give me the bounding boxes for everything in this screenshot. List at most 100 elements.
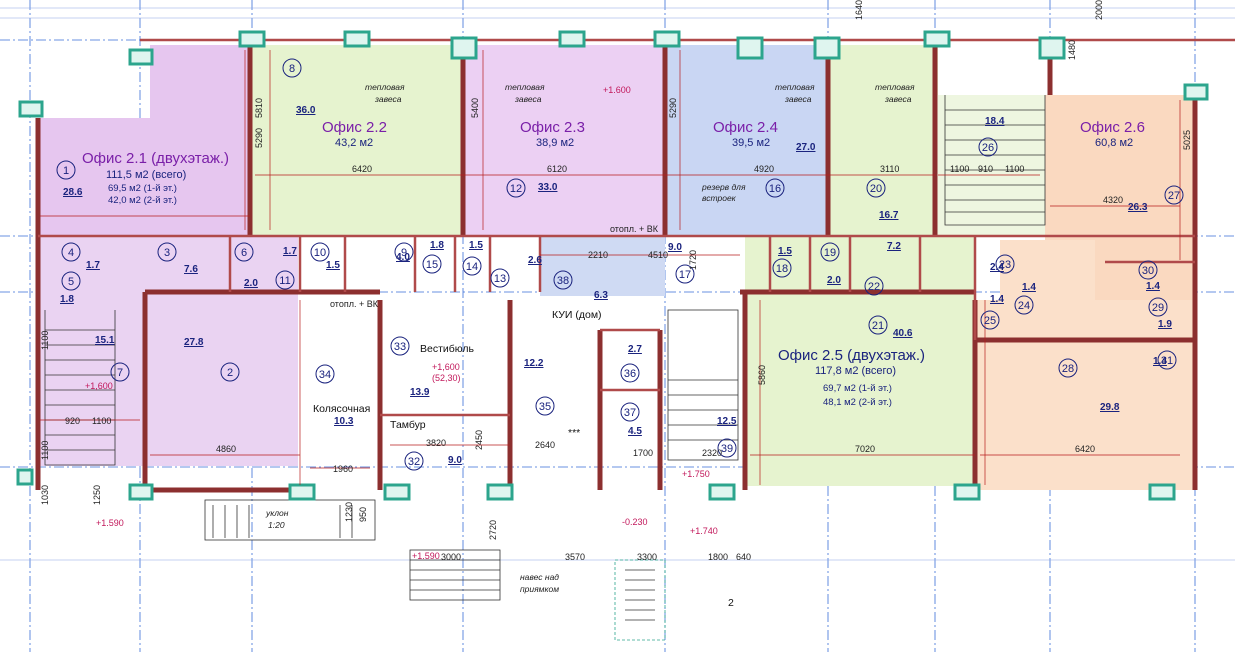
room-area-value: 1.8 — [60, 294, 74, 305]
heat-curtain-1b: завеса — [374, 94, 402, 104]
dimension-value: 1700 — [633, 448, 653, 458]
room-number: 20 — [870, 183, 882, 195]
room-number-circle — [980, 310, 1000, 330]
room-area-value: 26.3 — [1128, 202, 1148, 213]
room-number-circle — [1157, 350, 1177, 370]
dimension-value: 4860 — [216, 444, 236, 454]
room-area-value: 12.2 — [524, 358, 544, 369]
room-number: 4 — [68, 247, 74, 259]
room-area-value: 1.4 — [1153, 356, 1167, 367]
dimension-value: 3820 — [426, 438, 446, 448]
office-2-5-top-fill — [828, 45, 938, 235]
room-number: 16 — [769, 183, 781, 195]
room-area-value: 28.6 — [63, 187, 83, 198]
room-number: 10 — [314, 247, 326, 259]
room-number: 23 — [999, 259, 1011, 271]
stroller-room-label: Колясочная — [313, 403, 370, 415]
room-number-circle — [234, 242, 254, 262]
room-number-circle — [220, 362, 240, 382]
room-area-value: 1.7 — [283, 246, 297, 257]
stair-left — [44, 310, 116, 466]
tambour-label: Тамбур — [390, 419, 426, 431]
room-number-circle — [462, 256, 482, 276]
dimension-value: 6420 — [1075, 444, 1095, 454]
room-area-value: 4.5 — [628, 426, 642, 437]
room-number-circle — [765, 178, 785, 198]
dimension-value: 4320 — [1103, 195, 1123, 205]
ramp-label-1: уклон — [265, 508, 289, 518]
dimension-value: 1100 — [950, 164, 969, 174]
columns — [16, 30, 1209, 501]
room-number: 33 — [394, 341, 406, 353]
dimension-value: 640 — [736, 552, 751, 562]
heat-curtain-2a: тепловая — [505, 82, 545, 92]
office-2-6-lower-fill — [975, 300, 1195, 490]
room-area-value: 15.1 — [95, 335, 115, 346]
room-area-value: 1.5 — [469, 240, 483, 251]
room-number: 26 — [982, 142, 994, 154]
room-number-circle — [820, 242, 840, 262]
room-number-circle — [404, 451, 424, 471]
room-area-value: 1.9 — [1158, 319, 1172, 330]
office-2-1-floor1: 69,5 м2 (1-й эт.) — [108, 183, 177, 194]
room-number: 31 — [1161, 355, 1173, 367]
room-number-circle — [978, 137, 998, 157]
dimension-value: 5860 — [757, 365, 767, 385]
room-number-circle — [1058, 358, 1078, 378]
room-number: 37 — [624, 407, 636, 419]
heat-curtain-3b: завеса — [784, 94, 812, 104]
dimension-value: 5290 — [254, 128, 264, 148]
room-number: 15 — [426, 259, 438, 271]
room-number: 24 — [1018, 300, 1030, 312]
room-area-value: 36.0 — [296, 105, 316, 116]
room-number-circle — [1164, 185, 1184, 205]
dimension-value: 1250 — [92, 485, 102, 505]
dimension-value: 6120 — [547, 164, 567, 174]
room-number: 6 — [241, 247, 247, 259]
room-number: 29 — [1152, 302, 1164, 314]
room-number: 3 — [164, 247, 170, 259]
heat-curtain-3a: тепловая — [775, 82, 815, 92]
office-2-2-area: 43,2 м2 — [335, 137, 373, 149]
dimension-value: 2000 — [1094, 0, 1104, 20]
dimension-value: 2320 — [702, 448, 722, 458]
office-2-4-title: Офис 2.4 — [713, 119, 778, 136]
level-entrance-center: +1.590 — [412, 551, 440, 561]
dimension-value: 1030 — [40, 485, 50, 505]
kui-label: КУИ (дом) — [552, 309, 602, 321]
stair-right — [944, 95, 1046, 226]
room-area-value: 7.6 — [184, 264, 198, 275]
office-2-3-fill — [463, 45, 668, 235]
room-area-value: 10.3 — [334, 416, 354, 427]
office-2-5-fill — [745, 236, 975, 486]
room-number: 2 — [227, 367, 233, 379]
room-number-circle — [157, 242, 177, 262]
room-number-circle — [275, 270, 295, 290]
dimension-value: 1960 — [333, 464, 353, 474]
room-number-circle — [866, 178, 886, 198]
dimension-value: 3110 — [880, 164, 899, 174]
room-number-circle — [772, 258, 792, 278]
room-number-circle — [1014, 295, 1034, 315]
room-number: 14 — [466, 261, 478, 273]
room-number: 5 — [68, 276, 74, 288]
room-number: 32 — [408, 456, 420, 468]
office-2-1-title: Офис 2.1 (двухэтаж.) — [82, 150, 229, 167]
dimension-value: 1230 — [344, 502, 354, 522]
dimension-value: 1100 — [1005, 164, 1024, 174]
level-vestibule-abs: (52,30) — [432, 373, 461, 383]
ramp-label-2: 1:20 — [268, 520, 285, 530]
room-area-value: 1.4 — [990, 294, 1004, 305]
level-entrance-left: +1.590 — [96, 518, 124, 528]
room-number: 27 — [1168, 190, 1180, 202]
level-stair-out: +1.740 — [690, 526, 718, 536]
dimension-value: 1800 — [708, 552, 728, 562]
office-2-1-fill — [38, 45, 250, 236]
dimension-value: 2720 — [488, 520, 498, 540]
dimension-value: 920 — [65, 416, 80, 426]
heat-curtain-4b: завеса — [884, 94, 912, 104]
room-number: 21 — [872, 320, 884, 332]
room-number: 18 — [776, 263, 788, 275]
dimension-value: 910 — [978, 164, 993, 174]
room-number: 35 — [539, 401, 551, 413]
